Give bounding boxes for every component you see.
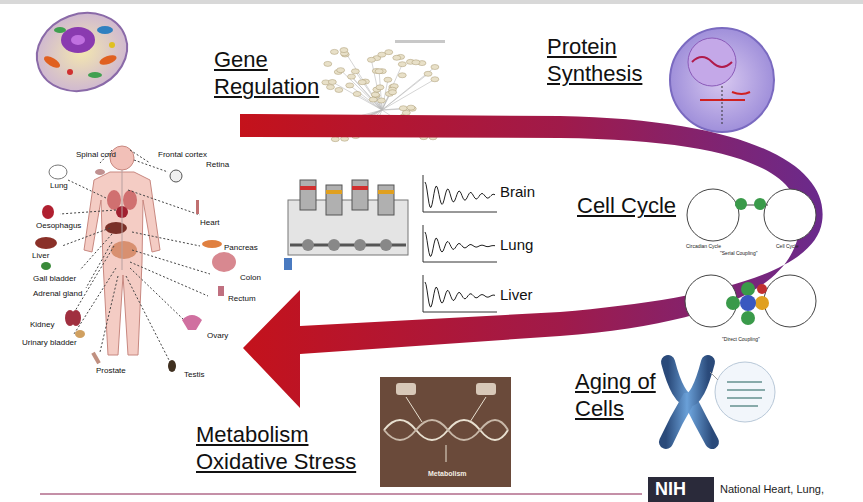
- network-node: [402, 110, 410, 115]
- network-node: [346, 83, 354, 88]
- organ-label: Testis: [184, 370, 204, 380]
- network-node: [358, 80, 366, 85]
- network-link: [332, 82, 382, 110]
- network-link: [344, 50, 382, 110]
- organ-label: Frontal cortex: [158, 150, 207, 160]
- oscillation-curve: [425, 282, 495, 307]
- logo-text: National Heart, Lung,: [720, 483, 824, 496]
- network-node: [351, 69, 359, 74]
- organ-label: Spinal cord: [76, 150, 116, 160]
- organ-label: Rectum: [228, 294, 256, 304]
- network-node: [371, 92, 379, 97]
- logo-text: NIH: [655, 479, 686, 499]
- organ-label: Retina: [206, 160, 229, 170]
- organ-label: Urinary bladder: [22, 338, 77, 348]
- nih-box: [648, 477, 714, 502]
- network-node: [412, 60, 420, 65]
- diagram-note: "Direct Coupling": [722, 336, 760, 342]
- network-node: [385, 50, 393, 55]
- network-node: [398, 62, 406, 67]
- network-node: [367, 57, 375, 62]
- network-node: [431, 77, 439, 82]
- network-node: [347, 74, 355, 79]
- top-strip: [0, 0, 863, 4]
- oscillation-charts: [423, 175, 497, 312]
- diagram-note: Metabolism: [428, 470, 467, 478]
- protein-synthesis-picture: [670, 28, 774, 132]
- network-node: [369, 97, 377, 102]
- diagram-note: Circadian Cycle: [686, 243, 721, 249]
- network-node: [337, 68, 345, 73]
- engine-picture: [284, 180, 408, 270]
- organ-label: Pancreas: [224, 243, 258, 253]
- network-link: [382, 79, 435, 110]
- network-link: [351, 77, 382, 110]
- network-node: [340, 48, 348, 53]
- oscillation-curve: [425, 182, 495, 208]
- organ-label: Ovary: [207, 331, 228, 341]
- network-link: [382, 67, 435, 110]
- network-node: [377, 98, 385, 103]
- heading: Metabolism Oxidative Stress: [196, 421, 376, 475]
- organ-label: Lung: [50, 181, 68, 191]
- network-node: [331, 137, 339, 142]
- heading: Aging of Cells: [575, 368, 670, 422]
- network-node: [378, 52, 386, 57]
- human-body: [84, 146, 160, 355]
- bottom-rule: [40, 494, 642, 495]
- network-node: [324, 61, 332, 66]
- network-link: [355, 71, 382, 110]
- organ-label: Liver: [32, 251, 49, 261]
- heading: Cell Cycle: [577, 192, 676, 219]
- diagram-note: "Serial Coupling": [720, 250, 757, 256]
- organ-label: Kidney: [30, 320, 54, 330]
- network-node: [353, 91, 361, 96]
- network-node: [389, 90, 397, 95]
- organ-leaders: [60, 150, 210, 362]
- network-node: [424, 71, 432, 76]
- network-node: [335, 87, 343, 92]
- network-node: [375, 69, 383, 74]
- organ-label: Prostate: [96, 366, 126, 376]
- chart-label: Lung: [500, 236, 533, 254]
- organ-label: Adrenal gland: [33, 289, 82, 299]
- network-node: [398, 73, 406, 78]
- chart-label: Liver: [500, 286, 533, 304]
- network-node: [326, 85, 334, 90]
- network-node: [399, 106, 407, 111]
- organ-label: Oesophagus: [36, 221, 81, 231]
- chart-label: Brain: [500, 183, 535, 201]
- network-node: [407, 105, 415, 110]
- chromosome-picture: [666, 362, 775, 442]
- network-node: [431, 65, 439, 70]
- network-node: [393, 55, 401, 60]
- organ-label: Heart: [200, 218, 220, 228]
- diagram-note: Cell Cycle: [776, 243, 799, 249]
- oscillation-curve: [425, 232, 495, 256]
- organ-label: Gall bladder: [33, 274, 76, 284]
- network-link: [351, 77, 382, 110]
- organ-label: Colon: [240, 273, 261, 283]
- cell-picture: [26, 1, 138, 104]
- network-node: [376, 85, 384, 90]
- heading: Gene Regulation: [214, 46, 339, 100]
- network-node: [328, 80, 336, 85]
- heading: Protein Synthesis: [547, 33, 662, 87]
- dna-picture: [380, 377, 511, 487]
- cell-cycle-pictures: [685, 189, 816, 327]
- network-node: [384, 77, 392, 82]
- network-node: [330, 49, 338, 54]
